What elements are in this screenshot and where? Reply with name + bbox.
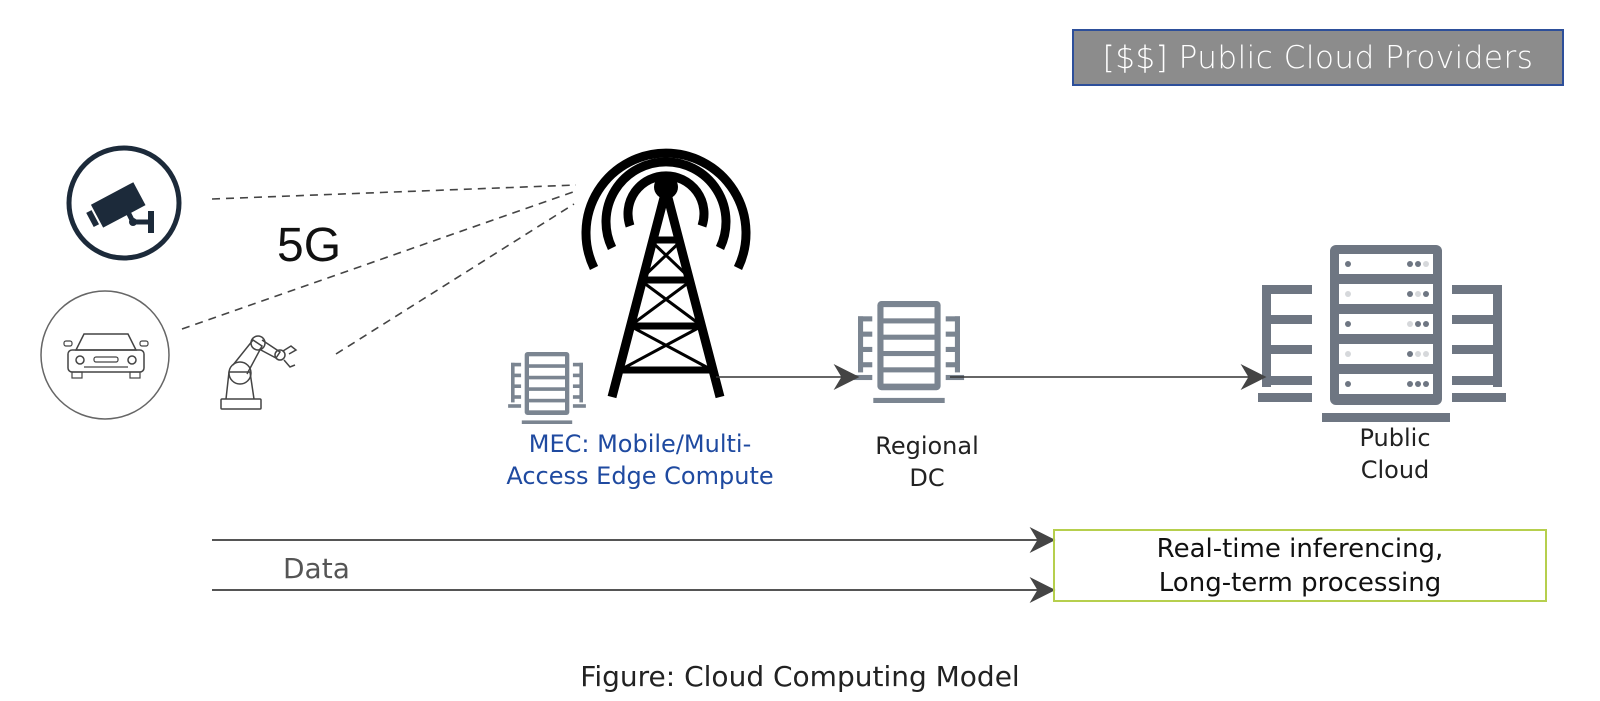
mec-server-icon (508, 352, 586, 424)
processing-line1: Real-time inferencing, (1156, 533, 1444, 564)
regional-dc-label: Regional DC (852, 430, 1002, 494)
data-label: Data (283, 552, 350, 585)
regional-dc-label-line1: Regional (875, 432, 979, 460)
link-camera (211, 184, 577, 200)
figure-caption: Figure: Cloud Computing Model (580, 660, 1020, 693)
robot-arm-icon (220, 335, 298, 410)
public-cloud-label-line1: Public (1359, 424, 1431, 452)
wireless-links (181, 184, 577, 355)
link-car (181, 190, 577, 330)
5g-label: 5G (277, 219, 342, 272)
public-cloud-label-line2: Cloud (1360, 456, 1430, 484)
car-icon (40, 290, 170, 420)
regional-dc-server-icon (853, 301, 965, 403)
mec-label-line1: MEC: Mobile/Multi- (528, 430, 752, 458)
processing-line2: Long-term processing (1158, 567, 1442, 598)
public-cloud-server-icon (1258, 245, 1506, 422)
public-cloud-label: Public Cloud (1320, 422, 1470, 486)
cell-tower-icon (581, 148, 751, 399)
camera-icon (66, 145, 182, 261)
processing-box: Real-time inferencing, Long-term process… (1053, 529, 1547, 602)
public-cloud-providers-box: [$$] Public Cloud Providers (1072, 29, 1564, 86)
mec-label: MEC: Mobile/Multi- Access Edge Compute (470, 428, 810, 492)
mec-label-line2: Access Edge Compute (506, 462, 774, 490)
regional-dc-label-line2: DC (909, 464, 945, 492)
link-robot (335, 203, 575, 355)
